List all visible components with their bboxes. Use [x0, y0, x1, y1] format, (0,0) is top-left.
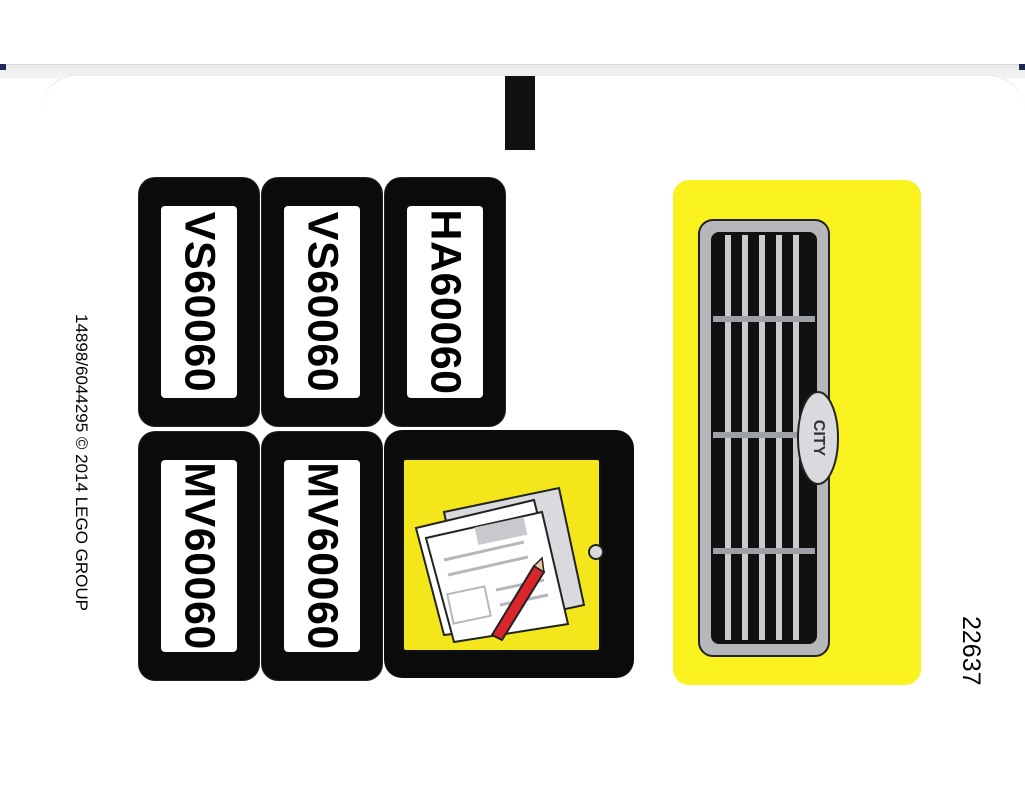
plate-sticker-mv-2: MV60060	[262, 432, 382, 680]
plate-sticker-vs-2: VS60060	[262, 178, 382, 426]
sheet-corner-mark	[0, 64, 6, 70]
plate-sticker-mv-1: MV60060	[139, 432, 259, 680]
plate-text: MV60060	[175, 462, 224, 650]
copyright-text: 14898/6044295 © 2014 LEGO GROUP	[72, 314, 91, 611]
plate-sticker-ha: HA60060	[385, 178, 505, 426]
plate-sticker-vs-1: VS60060	[139, 178, 259, 426]
grille-icon	[698, 219, 839, 657]
plate-text: HA60060	[421, 209, 470, 395]
sheet-corner-mark	[1019, 64, 1025, 70]
city-logo: CITY	[810, 419, 827, 457]
plate-text: VS60060	[298, 211, 347, 393]
plate-text: VS60060	[175, 211, 224, 393]
plate-text: MV60060	[298, 462, 347, 650]
sheet-number: 22637	[957, 616, 985, 686]
grille-sticker: CITY	[673, 180, 921, 685]
register-bar	[505, 76, 535, 150]
clipboard-sticker	[384, 430, 634, 678]
clipboard-icon	[414, 486, 604, 644]
